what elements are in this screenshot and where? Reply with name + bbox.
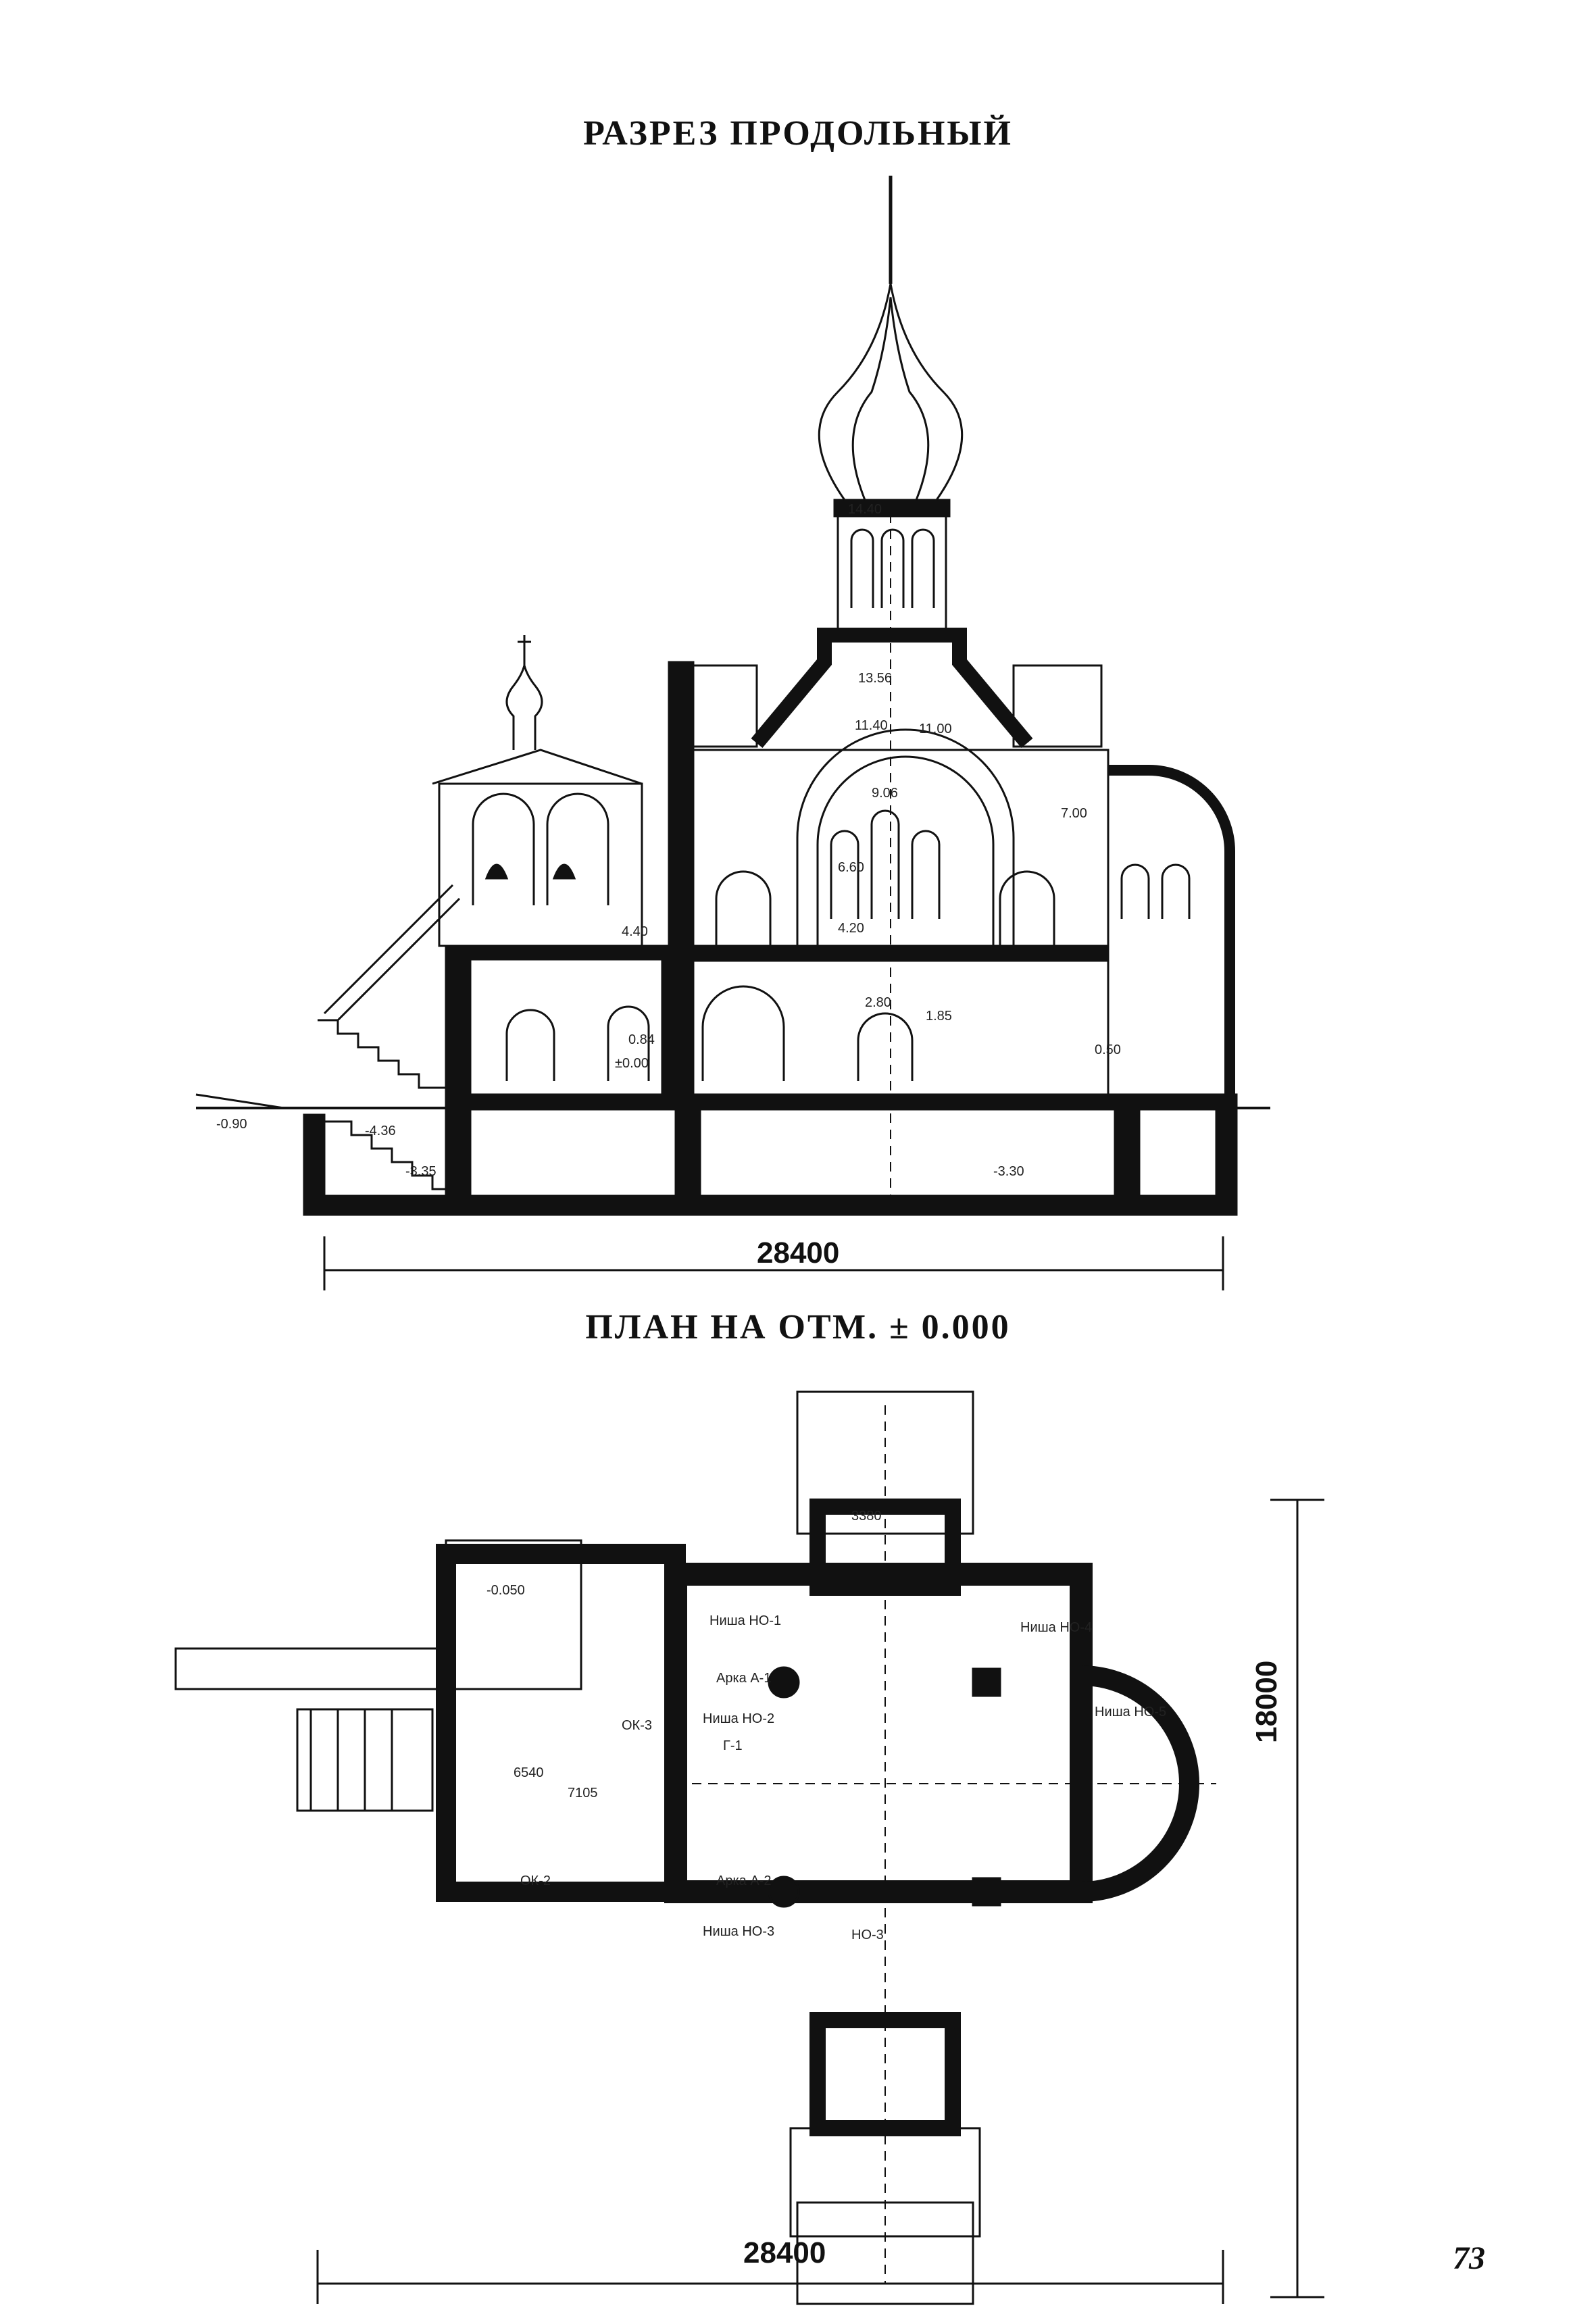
section-level-mark: 11.40: [855, 718, 888, 733]
section-level-mark: 1.85: [926, 1009, 952, 1024]
section-width-dimension: 28400: [757, 1236, 840, 1269]
page-number: 73: [1453, 2240, 1485, 2276]
plan-label: Ниша НО-1: [709, 1613, 781, 1628]
plan-label: ОК-2: [520, 1873, 551, 1888]
plan-label: Ниша НО-2: [703, 1711, 774, 1726]
section-title: РАЗРЕЗ ПРОДОЛЬНЫЙ: [583, 114, 1013, 153]
section-level-mark: 13.56: [858, 671, 892, 686]
plan-width-dimension: 28400: [743, 2236, 826, 2269]
section-level-mark: 7.00: [1061, 806, 1087, 821]
floor-plan: [174, 1390, 1324, 2305]
section-level-mark: -3.35: [405, 1164, 437, 1179]
section-level-mark: 0.50: [1095, 1042, 1121, 1057]
section-level-mark: -0.90: [216, 1117, 247, 1132]
section-level-mark: 4.20: [838, 921, 864, 936]
section-level-mark: -4.36: [365, 1124, 396, 1138]
plan-label: 6540: [514, 1765, 544, 1780]
plan-label: 7105: [568, 1786, 598, 1801]
section-level-mark: 0.84: [628, 1032, 655, 1047]
plan-label: Г-1: [723, 1738, 743, 1753]
plan-title: ПЛАН НА ОТМ. ± 0.000: [585, 1308, 1011, 1347]
section-level-mark: 4.40: [622, 924, 648, 939]
plan-label: 3380: [851, 1509, 882, 1524]
plan-label: Арка А-1: [716, 1671, 771, 1686]
section-level-mark: ±0.00: [615, 1056, 649, 1071]
plan-label: Ниша НО-3: [703, 1924, 774, 1939]
section-level-mark: 14.40: [848, 502, 882, 517]
plan-label: Ниша НО-5: [1095, 1705, 1166, 1719]
plan-label: -0.050: [487, 1583, 525, 1598]
plan-label: ОК-3: [622, 1718, 652, 1733]
longitudinal-section: [195, 176, 1270, 1290]
plan-label: Арка А-2: [716, 1873, 771, 1888]
section-level-mark: 11.00: [919, 722, 952, 736]
section-level-mark: 9.06: [872, 786, 898, 801]
section-level-mark: -3.30: [993, 1164, 1024, 1179]
section-level-mark: 6.60: [838, 860, 864, 875]
plan-label: Ниша НО-4: [1020, 1620, 1092, 1635]
plan-label: НО-3: [851, 1928, 884, 1942]
section-level-mark: 2.80: [865, 995, 891, 1010]
